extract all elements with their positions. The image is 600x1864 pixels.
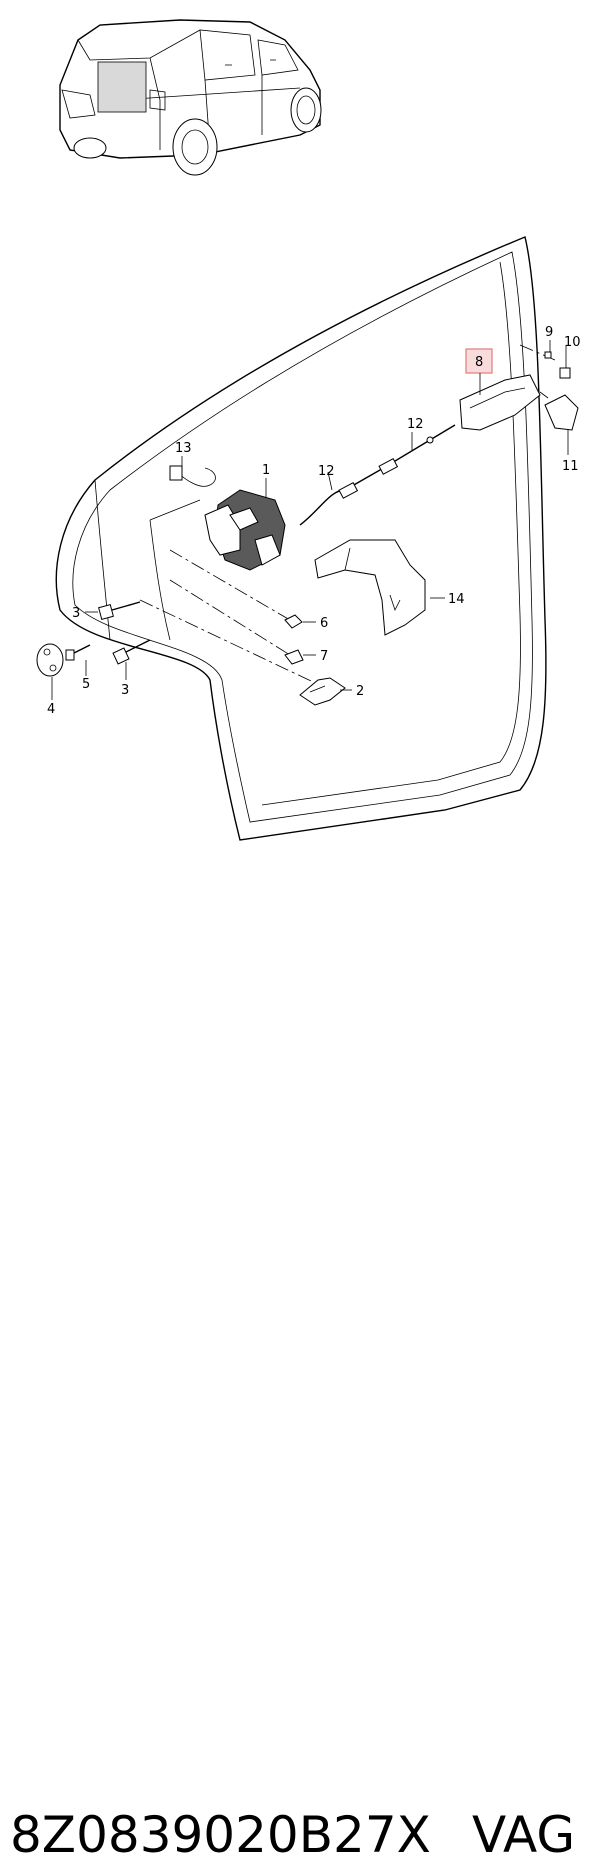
callout-4: 4 xyxy=(47,702,55,717)
callout-13: 13 xyxy=(175,441,192,456)
callout-5: 5 xyxy=(82,677,90,692)
callout-3b: 3 xyxy=(121,683,129,698)
callout-7: 7 xyxy=(320,649,328,664)
fastener-bolts xyxy=(36,601,304,677)
brand-label: VAG xyxy=(472,1806,576,1864)
cable-assembly xyxy=(169,424,456,526)
caption-bar: 8Z0839020B27X VAG xyxy=(0,900,600,1864)
callout-12b: 12 xyxy=(318,464,335,479)
callout-8-highlight xyxy=(465,348,493,374)
callout-3a: 3 xyxy=(72,606,80,621)
callout-8: 8 xyxy=(475,355,483,370)
car-overview-illustration xyxy=(59,19,322,176)
interior-door-handle xyxy=(459,351,579,431)
striker-bracket xyxy=(299,677,346,706)
callout-1: 1 xyxy=(262,463,270,478)
callout-9: 9 xyxy=(545,325,553,340)
callout-14: 14 xyxy=(448,592,465,607)
callout-2: 2 xyxy=(356,684,364,699)
leader-lines xyxy=(51,340,569,700)
door-lock-mechanism xyxy=(204,489,286,571)
callout-labels: 1 2 3 3 4 5 6 7 8 9 10 11 12 12 13 14 xyxy=(47,325,581,717)
exploded-parts-diagram: 1 2 3 3 4 5 6 7 8 9 10 11 12 12 13 14 xyxy=(36,19,581,841)
callout-10: 10 xyxy=(564,335,581,350)
callout-6: 6 xyxy=(320,616,328,631)
door-outline xyxy=(55,236,547,841)
part-number: 8Z0839020B27X xyxy=(10,1806,431,1864)
lock-cover xyxy=(314,539,426,636)
callout-11: 11 xyxy=(562,459,579,474)
callout-12a: 12 xyxy=(407,417,424,432)
